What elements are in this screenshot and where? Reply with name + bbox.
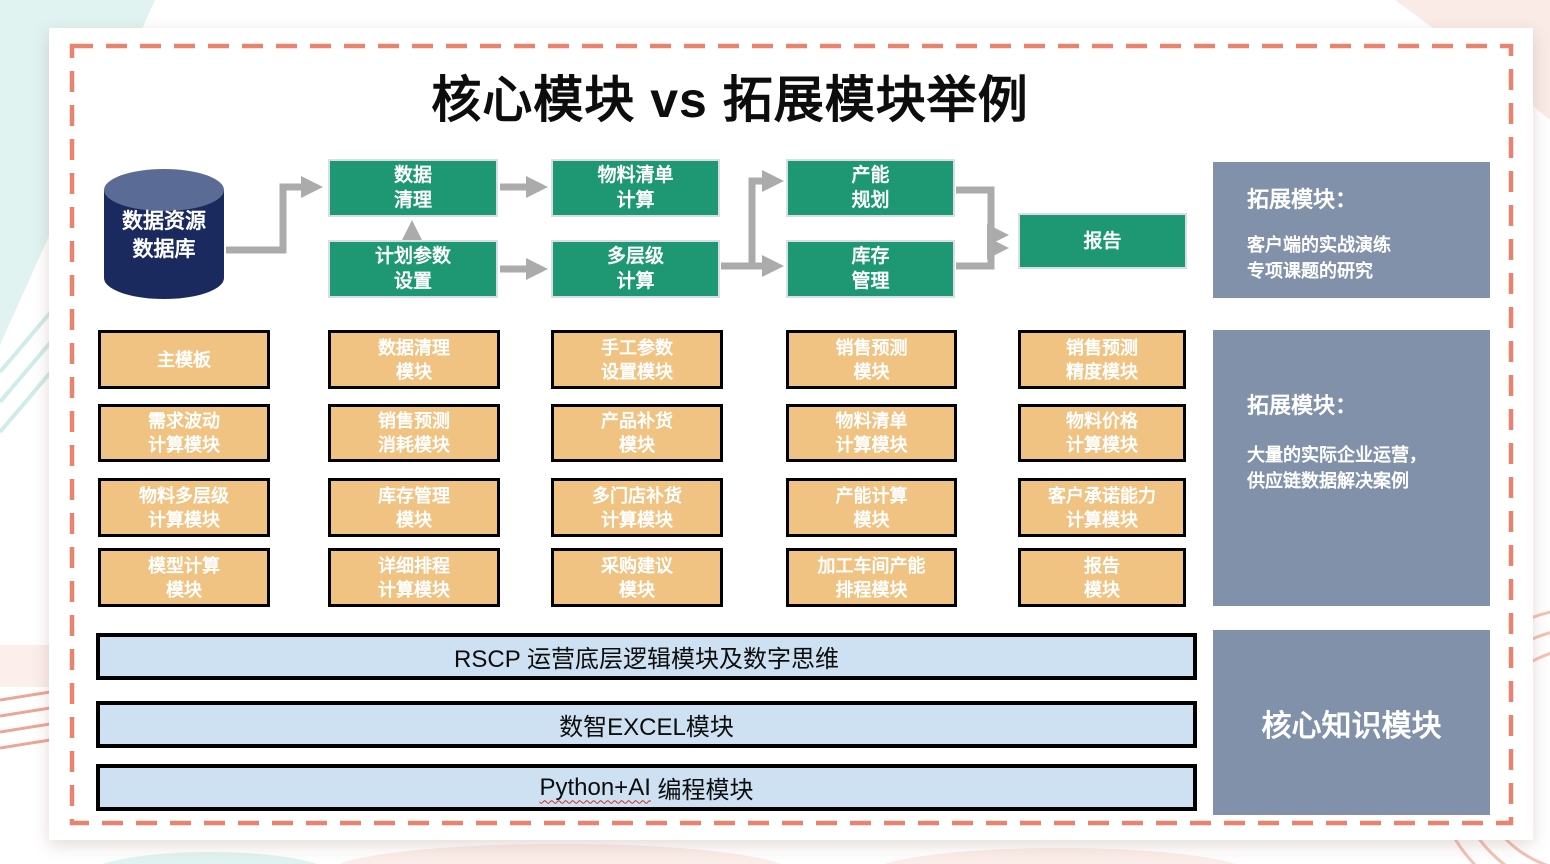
panel-heading: 拓展模块：	[1247, 393, 1358, 418]
flow-box-multilevel-calc: 多层级 计算	[551, 240, 720, 298]
module-cell: 产能计算 模块	[786, 478, 957, 537]
core-bar-excel: 数智EXCEL模块	[96, 701, 1197, 748]
panel-core-knowledge: 核心知识模块	[1213, 630, 1490, 815]
module-cell: 客户承诺能力 计算模块	[1018, 478, 1186, 537]
module-cell: 销售预测 精度模块	[1018, 330, 1186, 389]
module-cell: 手工参数 设置模块	[551, 330, 723, 389]
bar-label-zh: 编程模块	[650, 777, 754, 804]
flow-box-bom-calc: 物料清单 计算	[551, 159, 720, 217]
panel-extension-top: 拓展模块： 客户端的实战演练 专项课题的研究	[1213, 162, 1490, 298]
module-cell: 采购建议 模块	[551, 548, 723, 607]
panel-heading: 拓展模块：	[1247, 187, 1358, 212]
page-title: 核心模块 vs 拓展模块举例	[431, 72, 1029, 128]
panel-body: 客户端的实战演练 专项课题的研究	[1247, 235, 1391, 281]
module-cell: 加工车间产能 排程模块	[786, 548, 957, 607]
bar-label: RSCP 运营底层逻辑模块及数字思维	[454, 646, 839, 673]
database-cylinder-icon: 数据资源 数据库	[103, 168, 225, 300]
flow-box-report: 报告	[1018, 213, 1187, 269]
module-cell: 需求波动 计算模块	[98, 404, 270, 462]
core-bar-python-ai: Python+AI 编程模块	[96, 764, 1197, 811]
panel-body: 大量的实际企业运营， 供应链数据解决案例	[1247, 445, 1427, 491]
bar-label: 数智EXCEL模块	[559, 714, 734, 741]
module-cell: 模型计算 模块	[98, 548, 270, 607]
bar-label-en: Python+AI	[539, 773, 651, 801]
core-bar-rscp: RSCP 运营底层逻辑模块及数字思维	[96, 633, 1197, 680]
panel-label: 核心知识模块	[1261, 709, 1442, 743]
module-cell: 主模板	[98, 330, 270, 389]
panel-extension-middle: 拓展模块： 大量的实际企业运营， 供应链数据解决案例	[1213, 330, 1490, 606]
module-cell: 产品补货 模块	[551, 404, 723, 462]
module-cell: 销售预测 模块	[786, 330, 957, 389]
module-cell: 库存管理 模块	[328, 478, 500, 537]
module-cell: 物料清单 计算模块	[786, 404, 957, 462]
module-cell: 多门店补货 计算模块	[551, 478, 723, 537]
flow-box-capacity-planning: 产能 规划	[786, 159, 955, 217]
flow-box-data-cleaning: 数据 清理	[328, 159, 498, 217]
module-cell: 详细排程 计算模块	[328, 548, 500, 607]
module-cell: 报告 模块	[1018, 548, 1186, 607]
module-cell: 销售预测 消耗模块	[328, 404, 500, 462]
flow-box-inventory-mgmt: 库存 管理	[786, 240, 955, 298]
module-cell: 物料价格 计算模块	[1018, 404, 1186, 462]
flow-box-plan-params: 计划参数 设置	[328, 240, 498, 298]
module-cell: 物料多层级 计算模块	[98, 478, 270, 537]
module-cell: 数据清理 模块	[328, 330, 500, 389]
database-label: 数据资源 数据库	[122, 210, 206, 261]
